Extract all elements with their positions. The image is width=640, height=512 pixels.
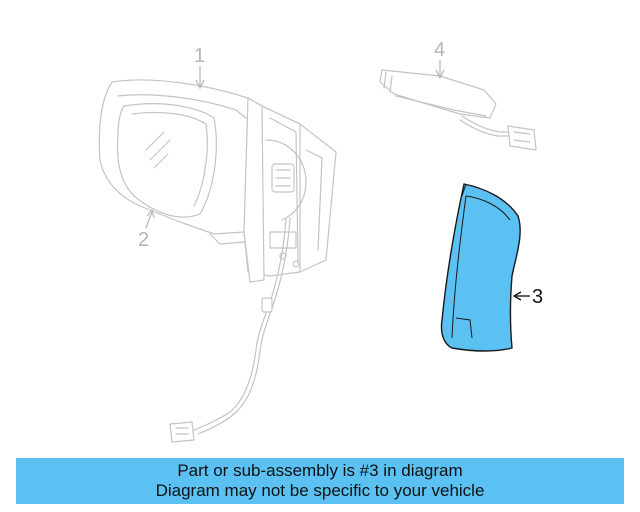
mirror-glass <box>116 103 217 218</box>
callout-label-1: 1 <box>194 45 205 67</box>
callout-label-4: 4 <box>434 39 445 61</box>
callout-4: 4 <box>434 39 445 80</box>
cover-cap <box>440 183 521 352</box>
callout-3: 3 <box>512 286 543 308</box>
mirror-assembly <box>98 79 337 443</box>
banner-line-2: Diagram may not be specific to your vehi… <box>155 481 485 500</box>
callout-label-3: 3 <box>532 286 543 308</box>
callout-1: 1 <box>194 45 205 90</box>
turn-signal-lamp <box>379 69 537 151</box>
callout-2: 2 <box>138 208 155 251</box>
banner-line-1: Part or sub-assembly is #3 in diagram <box>177 461 463 480</box>
info-banner: Part or sub-assembly is #3 in diagram Di… <box>16 458 624 504</box>
cover-cap-highlight <box>440 183 521 352</box>
callout-label-2: 2 <box>138 229 149 251</box>
